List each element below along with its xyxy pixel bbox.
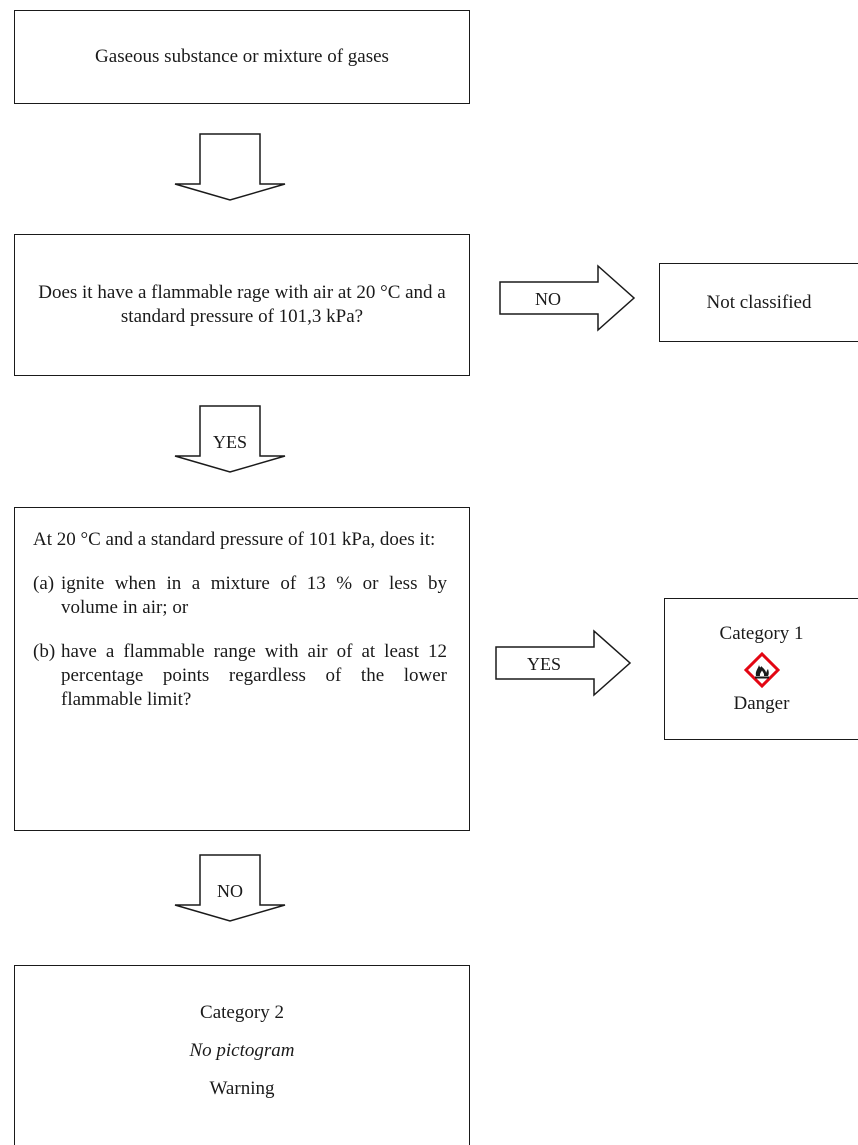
right-arrow-yes-2 <box>495 629 632 697</box>
question2-item-a: (a) ignite when in a mixture of 13 % or … <box>33 572 447 620</box>
item-b-text: have a flammable range with air of at le… <box>61 641 447 710</box>
question2-intro: At 20 °C and a standard pressure of 101 … <box>33 529 436 550</box>
category1-box: Category 1 Danger <box>664 598 858 740</box>
start-text: Gaseous substance or mixture of gases <box>95 46 389 67</box>
item-a-label: (a) <box>33 573 55 594</box>
question1-text: Does it have a flammable rage with air a… <box>38 282 446 327</box>
arrow-yes-1-label: YES <box>212 432 247 452</box>
question1-box: Does it have a flammable rage with air a… <box>14 234 470 376</box>
item-a-text: ignite when in a mixture of 13 % or less… <box>61 573 447 618</box>
category2-title: Category 2 <box>200 1002 284 1023</box>
category1-title: Category 1 <box>719 623 804 644</box>
right-arrow-no-1 <box>499 264 636 332</box>
item-b-label: (b) <box>33 641 56 662</box>
arrow-yes-2-label: YES <box>526 654 561 674</box>
start-box: Gaseous substance or mixture of gases <box>14 10 470 104</box>
category2-box: Category 2 No pictogram Warning <box>14 965 470 1145</box>
not-classified-text: Not classified <box>706 291 812 313</box>
down-arrow-1 <box>174 133 286 201</box>
question2-item-b: (b) have a flammable range with air of a… <box>33 640 447 712</box>
arrow-no-2-label: NO <box>217 881 243 901</box>
not-classified-box: Not classified <box>659 263 858 342</box>
question2-box: At 20 °C and a standard pressure of 101 … <box>14 507 470 831</box>
arrow-no-1-label: NO <box>535 289 561 309</box>
category1-signal-word: Danger <box>733 693 790 714</box>
category2-signal-word: Warning <box>209 1078 275 1099</box>
flame-pictogram-icon <box>743 652 780 688</box>
down-arrow-no-2 <box>174 854 286 922</box>
category2-pictogram-note: No pictogram <box>189 1040 295 1061</box>
down-arrow-yes-1 <box>174 405 286 473</box>
